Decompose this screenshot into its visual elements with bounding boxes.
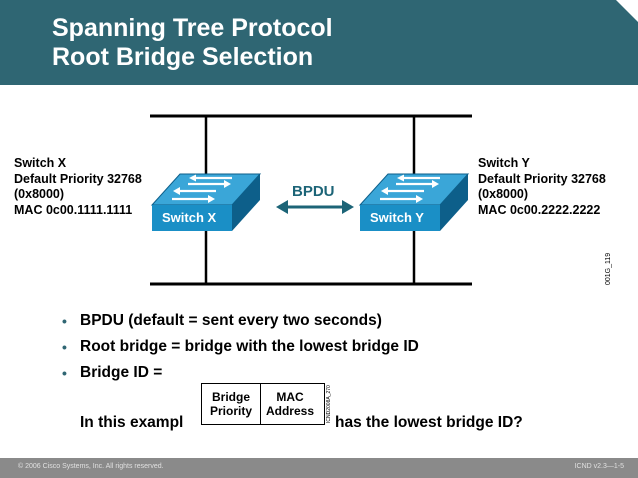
switch-x-name: Switch X [162,210,217,225]
switch-x-info-mac: MAC 0c00.1111.1111 [14,202,133,217]
bpdu-label: BPDU [292,183,335,200]
title-bar: Spanning Tree Protocol Root Bridge Selec… [0,0,638,85]
switch-x-info-name: Switch X [14,156,67,170]
bullet-item: • Bridge ID = [62,360,419,386]
bullet-text: Root bridge = bridge with the lowest bri… [80,338,419,355]
footer-bar: © 2006 Cisco Systems, Inc. All rights re… [0,458,638,478]
question-end: has the lowest bridge ID? [335,414,523,431]
title-line-1: Spanning Tree Protocol [52,14,333,42]
switch-y-info-hex: (0x8000) [478,187,529,201]
footer-copyright: © 2006 Cisco Systems, Inc. All rights re… [18,463,164,470]
switch-y-icon [358,173,470,231]
bullet-list: • BPDU (default = sent every two seconds)… [62,308,419,386]
slide-title: Spanning Tree Protocol Root Bridge Selec… [52,14,333,72]
bpdu-double-arrow-icon [276,200,354,214]
bullet-dot-icon: • [62,365,67,381]
switch-x-info: Switch X Default Priority 32768 (0x8000)… [14,156,142,218]
box-figure-code: ICND2008A_270 [326,385,332,423]
bullet-item: • BPDU (default = sent every two seconds) [62,308,419,334]
bullet-text: BPDU (default = sent every two seconds) [80,312,382,329]
mac-address-line-2: Address [265,404,315,418]
bridge-priority-line-2: Priority [209,404,252,418]
switch-x-icon [150,173,262,231]
switch-y-info-name: Switch Y [478,156,530,170]
switch-y-name: Switch Y [370,210,424,225]
bullet-item: • Root bridge = bridge with the lowest br… [62,334,419,360]
corner-fold-decoration [616,0,638,22]
title-line-2: Root Bridge Selection [52,43,314,71]
switch-y-info: Switch Y Default Priority 32768 (0x8000)… [478,156,606,218]
switch-y-info-priority: Default Priority 32768 [478,171,606,186]
switch-x-info-hex: (0x8000) [14,187,65,201]
question-start: In this exampl [80,414,184,431]
figure-code: 001G_119 [605,252,612,285]
mac-address-line-1: MAC [276,390,304,404]
bullet-dot-icon: • [62,313,67,329]
footer-page-number: ICND v2.3—1-5 [574,463,624,470]
bullet-text: Bridge ID = [80,364,163,381]
bullet-dot-icon: • [62,339,67,355]
switch-x-info-priority: Default Priority 32768 [14,171,142,186]
bridge-priority-line-1: Bridge [211,390,250,404]
switch-y-info-mac: MAC 0c00.2222.2222 [478,202,601,217]
